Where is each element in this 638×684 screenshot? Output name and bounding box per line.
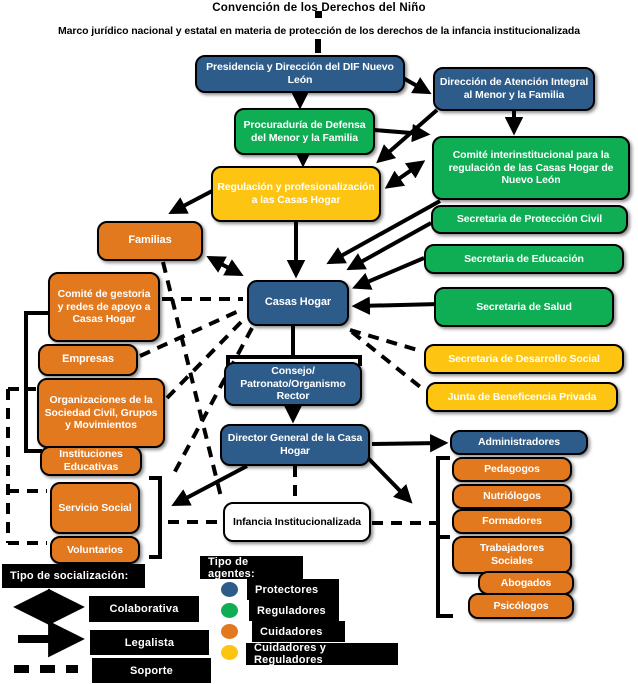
reguladores-dot-icon xyxy=(221,603,238,618)
legend-item-reguladores: Reguladores xyxy=(249,600,339,621)
node-secretaria-salud: Secretaria de Salud xyxy=(434,287,614,327)
page-subtitle: Marco jurídico nacional y estatal en mat… xyxy=(58,25,580,37)
title-connector-stub xyxy=(315,11,322,18)
legalista-arrows xyxy=(168,72,524,507)
legend-socializacion-title: Tipo de socialización: xyxy=(2,564,145,588)
node-infancia-institucionalizada: Infancia Institucionalizada xyxy=(223,502,371,542)
soporte-dashed-lines xyxy=(6,261,436,545)
page-title: Convención de los Derechos del Niño xyxy=(212,2,426,14)
node-secretaria-educacion: Secretaria de Educación xyxy=(424,244,624,274)
node-regulacion: Regulación y profesionalización a las Ca… xyxy=(211,166,381,222)
cuidadores-dot-icon xyxy=(221,624,238,639)
node-consejo-patronato: Consejo/ Patronato/Organismo Rector xyxy=(224,362,362,406)
node-voluntarios: Voluntarios xyxy=(50,536,140,564)
cuidadores-reguladores-dot-icon xyxy=(221,645,238,660)
node-trabajadores-sociales: Trabajadores Sociales xyxy=(452,536,572,574)
node-formadores: Formadores xyxy=(452,509,572,534)
node-pedagogos: Pedagogos xyxy=(452,457,572,482)
legend-item-soporte: Soporte xyxy=(92,658,211,683)
node-familias: Familias xyxy=(97,221,203,261)
legend-item-cuidadores-reguladores: Cuidadores y Reguladores xyxy=(246,642,398,666)
node-empresas: Empresas xyxy=(38,344,138,376)
node-comite-interinstitucional: Comité interinstitucional para la regula… xyxy=(432,136,630,200)
node-nutriologos: Nutriólogos xyxy=(452,484,572,509)
node-organizaciones: Organizaciones de la Sociedad Civil, Gru… xyxy=(37,378,165,448)
colaborativa-arrows xyxy=(206,160,426,277)
node-servicio-social: Servicio Social xyxy=(50,482,140,534)
node-secretaria-proteccion-civil: Secretaria de Protección Civil xyxy=(431,205,628,234)
subtitle-connector-stub xyxy=(315,39,321,53)
node-junta-beneficencia: Junta de Beneficencia Privada xyxy=(426,382,618,412)
legend-item-cuidadores: Cuidadores xyxy=(252,621,345,642)
protectores-dot-icon xyxy=(221,582,238,597)
node-abogados: Abogados xyxy=(478,571,574,595)
node-psicologos: Psicólogos xyxy=(468,593,574,619)
node-secretaria-desarrollo-social: Secretaria de Desarrollo Social xyxy=(424,344,624,374)
node-instituciones-educativas: Instituciones Educativas xyxy=(40,446,142,476)
plain-connectors-and-brackets xyxy=(24,311,453,618)
legend-item-colaborativa: Colaborativa xyxy=(89,596,199,622)
node-director-general: Director General de la Casa Hogar xyxy=(220,424,370,466)
legend-agentes-title: Tipo de agentes: xyxy=(200,556,303,580)
node-comite-gestoria: Comité de gestoria y redes de apoyo a Ca… xyxy=(48,272,160,342)
node-casas-hogar: Casas Hogar xyxy=(247,280,349,326)
node-presidencia: Presidencia y Dirección del DIF Nuevo Le… xyxy=(195,55,405,93)
node-procuraduria: Procuraduría de Defensa del Menor y la F… xyxy=(234,108,375,155)
node-administradores: Administradores xyxy=(450,430,588,455)
legend-item-protectores: Protectores xyxy=(247,579,339,600)
legend-socializacion-glyphs xyxy=(13,588,85,673)
legend-item-legalista: Legalista xyxy=(90,630,209,655)
node-direccion-atencion: Dirección de Atención Integral al Menor … xyxy=(433,67,595,111)
